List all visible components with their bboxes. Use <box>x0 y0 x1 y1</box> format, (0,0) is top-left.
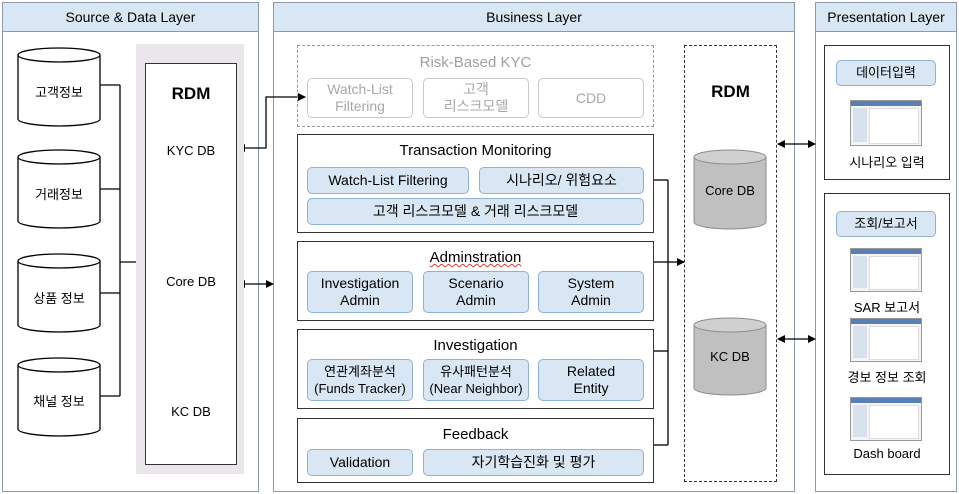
data-input-title: 데이터입력 <box>836 60 936 86</box>
rdm-db-label: Core DB <box>705 183 755 198</box>
scenario-input-thumbnail <box>850 100 922 146</box>
source-db-label: 고객정보 <box>35 85 83 100</box>
alert-inquiry-thumbnail <box>850 318 922 362</box>
rdm-db-label: KC DB <box>171 404 211 419</box>
dashboard-thumbnail <box>850 397 922 441</box>
risk-kyc-box <box>297 45 654 127</box>
administration-title: Adminstration <box>429 249 522 266</box>
report-title: 조회/보고서 <box>836 211 936 237</box>
presentation-caption: SAR 보고서 <box>853 300 921 315</box>
rdm-right-title: RDM <box>711 82 750 101</box>
risk-kyc-title: Risk-Based KYC <box>419 54 532 71</box>
feedback-item: Validation <box>307 449 413 476</box>
source-bracket <box>100 84 144 397</box>
rdm-db-label: KC DB <box>710 349 750 364</box>
investigation-item: 유사패턴분석(Near Neighbor) <box>423 359 529 401</box>
rdm-db-label: Core DB <box>166 274 216 289</box>
transaction-item: 시나리오/ 위험요소 <box>479 167 644 194</box>
investigation-title: Investigation <box>433 337 518 354</box>
feedback-item: 자기학습진화 및 평가 <box>423 449 644 476</box>
source-db-label: 거래정보 <box>35 187 83 202</box>
business-bracket <box>654 179 685 446</box>
investigation-item: 연관계좌분석(Funds Tracker) <box>307 359 413 401</box>
business-layer-header: Business Layer <box>273 2 795 32</box>
source-layer-header: Source & Data Layer <box>2 2 259 32</box>
presentation-layer-header: Presentation Layer <box>815 2 957 32</box>
presentation-caption: 경보 정보 조회 <box>847 370 927 385</box>
source-db-label: 상품 정보 <box>33 291 85 306</box>
transaction-item: 고객 리스크모델 & 거래 리스크모델 <box>307 198 644 225</box>
source-db-label: 채널 정보 <box>33 394 85 409</box>
risk-kyc-item: CDD <box>538 78 644 118</box>
source-db-cylinders <box>17 47 101 437</box>
rdm-right-cylinders <box>693 149 767 396</box>
transaction-item: Watch-List Filtering <box>307 167 469 194</box>
rdm-db-label: KYC DB <box>166 143 216 158</box>
presentation-caption: 시나리오 입력 <box>849 155 925 170</box>
presentation-caption: Dash board <box>853 446 921 461</box>
kyc-link <box>237 93 306 152</box>
sar-report-thumbnail <box>850 248 922 292</box>
rdm-left-title: RDM <box>171 84 211 103</box>
feedback-title: Feedback <box>442 426 509 443</box>
rdm-left-box <box>145 63 237 465</box>
transaction-monitoring-title: Transaction Monitoring <box>399 142 552 159</box>
rdm-right-box <box>684 45 777 482</box>
